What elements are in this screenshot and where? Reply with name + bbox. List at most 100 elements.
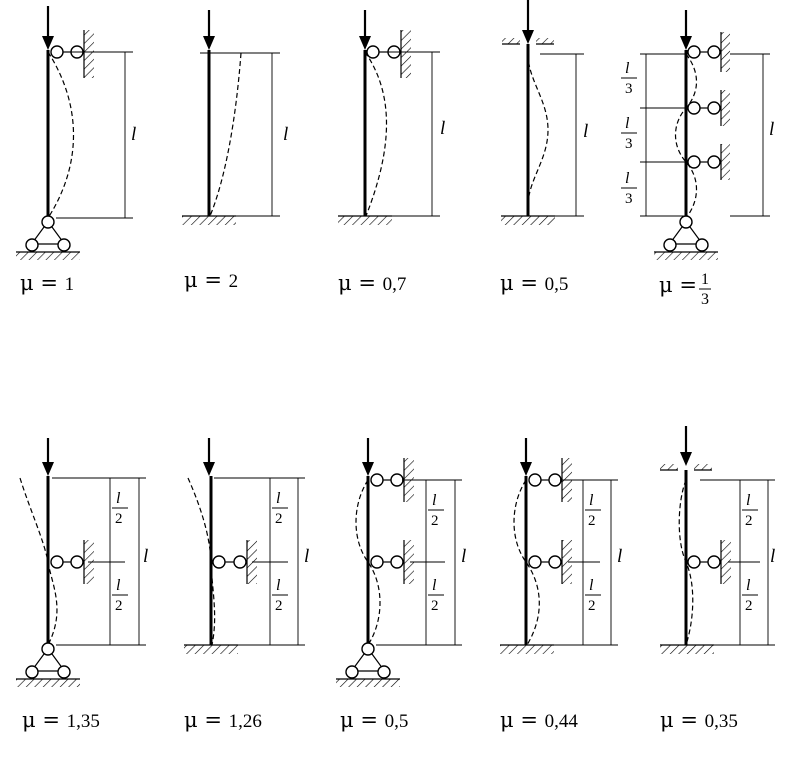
svg-text:2: 2 [115,511,123,527]
load-arrowhead-icon [203,462,215,476]
wall-hatch-icon [401,30,411,78]
buckled-shape [513,479,540,646]
ground-hatch-icon [338,216,392,225]
svg-text:l: l [116,577,121,594]
mu-label: μ = 2 [184,268,238,292]
wall-hatch-icon [721,32,730,72]
buckled-shape [364,51,388,217]
pin-icon [528,473,542,487]
svg-text:l: l [432,492,437,509]
svg-text:2: 2 [745,598,753,614]
pin-icon [687,555,701,569]
pin-icon [370,473,384,487]
mu-label: μ = 1 [20,271,74,295]
case-fixed-fixed-mid-support: l 2 l 2 l μ = 0,35 [660,426,775,732]
svg-text:2: 2 [115,598,123,614]
pin-icon [528,555,542,569]
load-arrowhead-icon [680,452,692,466]
svg-text:l: l [589,577,594,594]
svg-text:2: 2 [275,598,283,614]
mu-label: μ = 0,7 [338,271,406,295]
case-pinned-two-span: l 2 l 2 l μ = 0,5 [336,438,466,732]
length-label: l [440,118,445,139]
mu-label: μ = 1,35 [22,708,100,732]
length-label: l [131,124,136,145]
pin-icon [366,45,380,59]
svg-text:3: 3 [625,136,633,152]
svg-text:3: 3 [625,191,633,207]
case-pinned-mid-support-free: l 2 l 2 l μ = 1,35 [16,438,148,732]
ground-hatch-icon [336,679,400,687]
ground-hatch-icon [184,645,238,654]
svg-text:3: 3 [625,81,633,97]
case-fixed-two-span: l 2 l 2 l μ = 0,44 [500,438,622,732]
half-fraction-label: l 2 [428,577,444,614]
mu-label: μ = 1,26 [184,708,262,732]
svg-text:l: l [625,170,630,187]
ground-hatch-icon [16,679,80,687]
half-fraction-label: l 2 [272,577,288,614]
pin-icon [370,555,384,569]
ground-hatch-icon [660,645,714,654]
svg-text:1: 1 [701,271,709,288]
half-fraction-label: l 2 [112,490,128,527]
svg-text:2: 2 [275,511,283,527]
intermediate-support [687,144,730,180]
case-fixed-free: l μ = 2 [182,10,288,292]
load-arrowhead-icon [42,36,54,50]
svg-text:l: l [276,490,281,507]
top-clamp-hatch-icon [502,38,520,44]
svg-text:2: 2 [431,598,439,614]
pin-icon [687,155,701,169]
length-label: l [461,546,466,567]
third-fraction-label: l 3 [621,170,637,207]
load-arrowhead-icon [42,462,54,476]
case-pinned-pinned: l μ = 1 [16,6,136,295]
svg-text:l: l [746,492,751,509]
intermediate-support [687,32,730,72]
buckled-shape [209,52,242,217]
case-fixed-pinned: l μ = 0,7 [338,10,445,295]
ground-hatch-icon [182,216,236,225]
pin-icon [687,45,701,59]
svg-text:3: 3 [701,291,709,308]
ground-hatch-icon [501,216,555,225]
pin-icon [679,215,693,229]
ground-hatch-icon [16,252,80,260]
half-fraction-label: l 2 [742,492,758,529]
length-label: l [617,546,622,567]
top-clamp-hatch-icon [660,464,678,470]
load-arrowhead-icon [680,36,692,50]
svg-text:l: l [625,60,630,77]
svg-text:l: l [276,577,281,594]
wall-hatch-icon [84,30,94,78]
ground-hatch-icon [500,645,554,654]
pin-icon [50,555,64,569]
wall-hatch-icon [721,90,730,126]
length-label: l [283,124,288,145]
load-arrowhead-icon [203,36,215,50]
pin-icon [41,215,55,229]
half-fraction-label: l 2 [428,492,444,529]
half-fraction-label: l 2 [742,577,758,614]
half-fraction-label: l 2 [112,577,128,614]
case-three-span-pinned: l 3 l 3 l 3 l μ = 1 3 [621,10,774,308]
pin-icon [361,642,375,656]
svg-text:l: l [116,490,121,507]
svg-text:l: l [625,115,630,132]
buckled-shape [527,53,549,207]
load-arrowhead-icon [522,30,534,44]
wall-hatch-icon [404,540,414,584]
pin-icon [41,642,55,656]
buckled-shape [187,477,216,646]
intermediate-support [687,90,730,126]
half-fraction-label: l 2 [585,492,601,529]
svg-text:l: l [432,577,437,594]
length-label: l [143,546,148,567]
mu-label: μ = 1 3 [659,271,711,308]
buckled-shape [19,477,58,646]
half-fraction-label: l 2 [585,577,601,614]
mu-label: μ = 0,5 [500,271,568,295]
svg-text:2: 2 [745,513,753,529]
